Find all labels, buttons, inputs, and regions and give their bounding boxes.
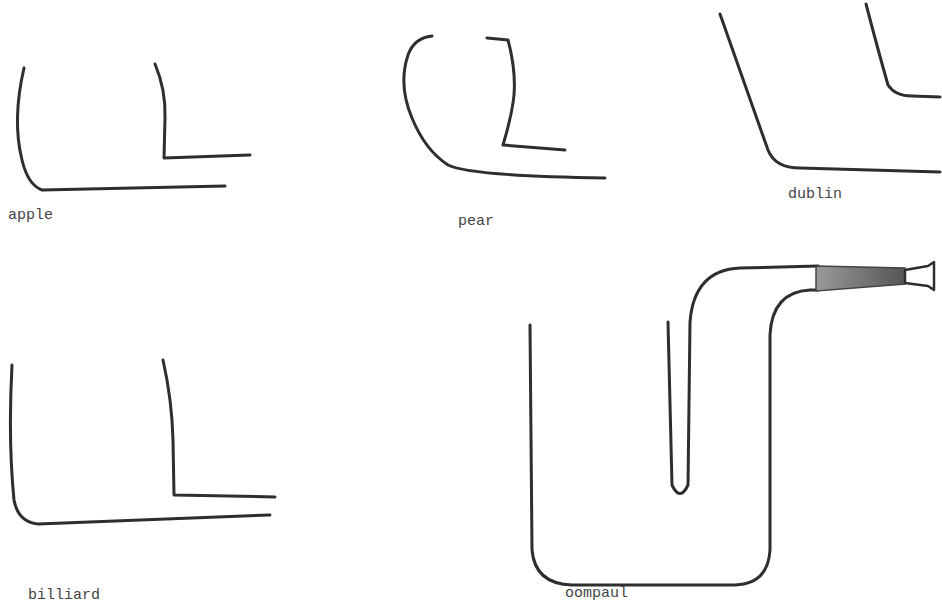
dublin-pipe	[720, 4, 940, 172]
apple-pipe	[17, 64, 250, 190]
pipe-shape-name: oompaul	[565, 586, 628, 601]
billiard-pipe	[10, 360, 275, 524]
pipe-shape-name: pear	[458, 214, 494, 229]
pear-pipe	[404, 36, 605, 178]
oompaul-stem	[816, 262, 934, 291]
pipe-shape-name: billiard	[28, 588, 100, 603]
oompaul-pipe	[530, 266, 818, 585]
pipe-shape-name: apple	[8, 208, 53, 223]
pipe-shape-name: dublin	[788, 187, 842, 202]
